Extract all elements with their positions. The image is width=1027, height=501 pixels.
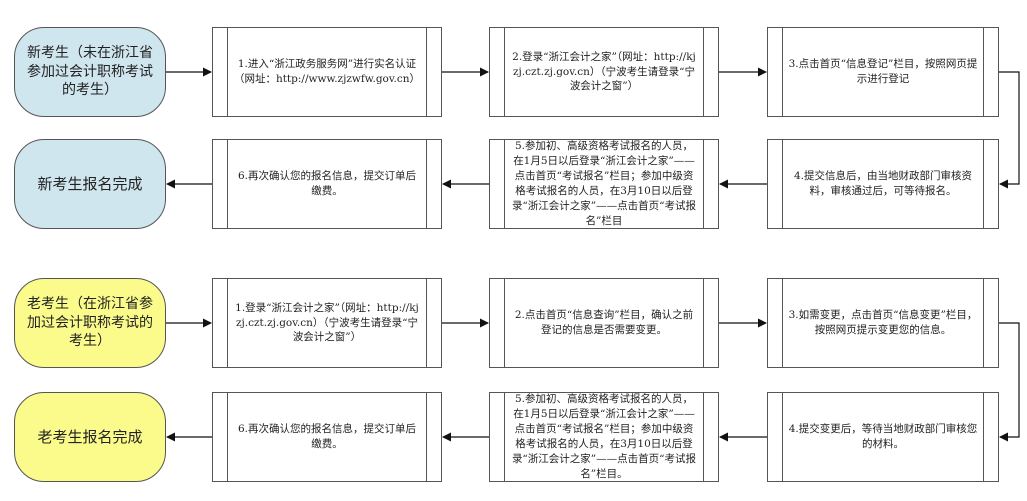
new-step-4: 4.提交信息后，由当地财政部门审核资料，审核通过后，可等待报名。	[767, 139, 999, 229]
new-candidate-end: 新考生报名完成	[14, 139, 166, 229]
new-step-4-text: 4.提交信息后，由当地财政部门审核资料，审核通过后，可等待报名。	[793, 170, 973, 197]
new-step-2: 2.登录“浙江会计之家”（网址：http://kjzj.czt.zj.gov.c…	[489, 27, 719, 117]
old-step-1-text: 1.登录“浙江会计之家”（网址：http://kjzj.czt.zj.gov.c…	[235, 301, 419, 344]
old-step-6: 6.再次确认您的报名信息，提交订单后缴费。	[212, 392, 442, 482]
old-step-4-text: 4.提交变更后，等待当地财政部门审核您的材料。	[788, 423, 978, 450]
new-step-3-text: 3.点击首页“信息登记”栏目，按照网页提示进行登记	[788, 58, 978, 85]
old-step-2: 2.点击首页“信息查询”栏目，确认之前登记的信息是否需要变更。	[489, 278, 719, 368]
old-step-3: 3.如需变更，点击首页“信息变更”栏目，按照网页提示变更您的信息。	[767, 278, 999, 368]
old-candidate-start: 老考生（在浙江省参加过会计职称考试的考生）	[14, 278, 166, 368]
arrow-new-step3-to-step4	[999, 71, 1020, 189]
new-step-1: 1.进入“浙江政务服务网”进行实名认证（网址：http://www.zjzwfw…	[212, 27, 442, 117]
new-candidate-end-label: 新考生报名完成	[37, 174, 143, 193]
old-candidate-start-label: 老考生（在浙江省参加过会计职称考试的考生）	[27, 295, 153, 350]
old-step-5: 5.参加初、高级资格考试报名的人员，在1月5日以后登录“浙江会计之家”——点击首…	[489, 392, 719, 482]
new-step-3: 3.点击首页“信息登记”栏目，按照网页提示进行登记	[767, 27, 999, 117]
old-candidate-end-label: 老考生报名完成	[37, 427, 143, 446]
old-step-2-text: 2.点击首页“信息查询”栏目，确认之前登记的信息是否需要变更。	[514, 309, 694, 336]
arrow-old-step3-to-step4	[999, 322, 1020, 442]
new-step-2-text: 2.登录“浙江会计之家”（网址：http://kjzj.czt.zj.gov.c…	[512, 50, 696, 93]
new-step-6: 6.再次确认您的报名信息，提交订单后缴费。	[212, 139, 442, 229]
new-candidate-start-label: 新考生（未在浙江省参加过会计职称考试的考生）	[27, 44, 153, 99]
new-step-5-text: 5.参加初、高级资格考试报名的人员，在1月5日以后登录“浙江会计之家”——点击首…	[511, 140, 697, 227]
new-step-6-text: 6.再次确认您的报名信息，提交订单后缴费。	[237, 170, 417, 197]
old-step-5-text: 5.参加初、高级资格考试报名的人员，在1月5日以后登录“浙江会计之家”——点击首…	[511, 393, 697, 480]
old-candidate-end: 老考生报名完成	[14, 392, 166, 482]
old-step-3-text: 3.如需变更，点击首页“信息变更”栏目，按照网页提示变更您的信息。	[788, 309, 978, 336]
new-step-1-text: 1.进入“浙江政务服务网”进行实名认证（网址：http://www.zjzwfw…	[233, 58, 421, 85]
old-step-4: 4.提交变更后，等待当地财政部门审核您的材料。	[767, 392, 999, 482]
old-step-6-text: 6.再次确认您的报名信息，提交订单后缴费。	[237, 423, 417, 450]
old-step-1: 1.登录“浙江会计之家”（网址：http://kjzj.czt.zj.gov.c…	[212, 278, 442, 368]
new-step-5: 5.参加初、高级资格考试报名的人员，在1月5日以后登录“浙江会计之家”——点击首…	[489, 139, 719, 229]
new-candidate-start: 新考生（未在浙江省参加过会计职称考试的考生）	[14, 27, 166, 117]
